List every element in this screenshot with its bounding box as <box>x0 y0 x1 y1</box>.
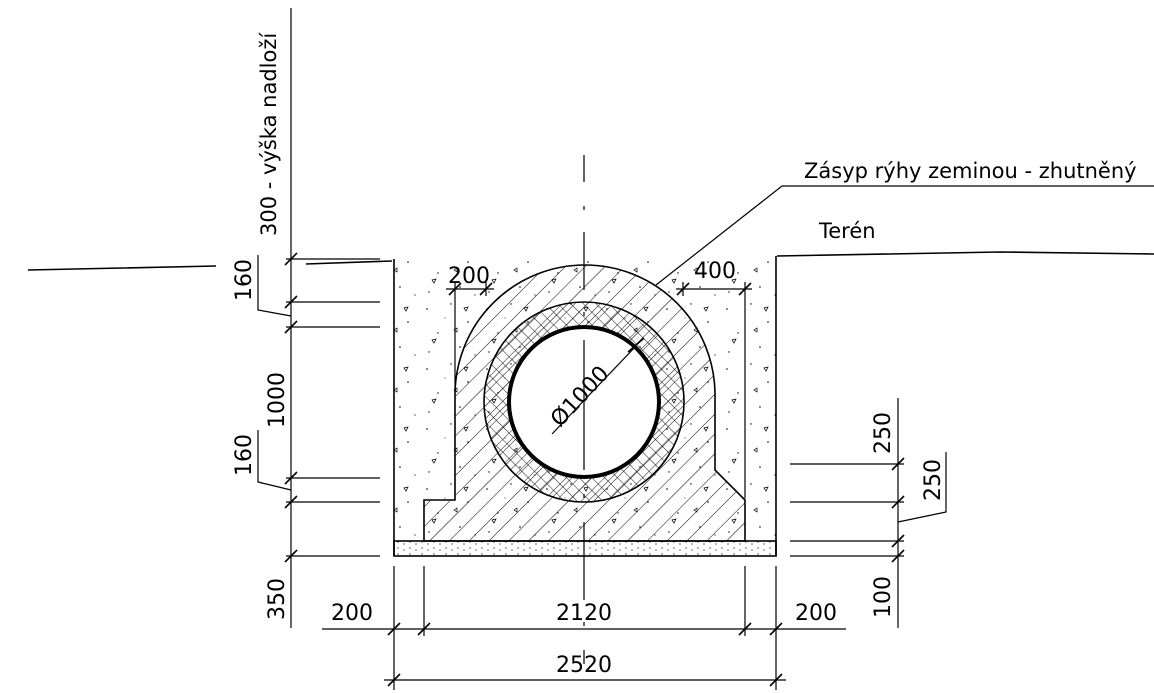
dim-left-160-bottom: 160 <box>232 434 257 476</box>
dim-right-250-a: 250 <box>871 412 896 454</box>
left-dimension-chain <box>257 8 380 628</box>
bottom-dimensions <box>322 566 846 690</box>
dim-left-350: 350 <box>265 578 290 620</box>
dim-left-160-top: 160 <box>232 259 257 301</box>
dim-right-250-b: 250 <box>921 459 946 501</box>
dim-bottom-2520: 2520 <box>556 653 612 678</box>
dim-top-200: 200 <box>448 264 490 289</box>
top-dimensions <box>446 282 752 498</box>
dim-right-100: 100 <box>871 576 896 618</box>
dim-top-400: 400 <box>694 259 736 284</box>
diameter-line <box>551 345 637 435</box>
terrain-line <box>27 251 1154 271</box>
right-dimension-chain <box>790 398 947 628</box>
dim-left-1000: 1000 <box>265 372 290 428</box>
bedding-layer <box>393 540 777 557</box>
dim-bottom-200-left: 200 <box>331 601 373 626</box>
backfill-leader <box>655 185 1154 286</box>
backfill-label: Zásyp rýhy zeminou - zhutněný <box>804 159 1137 183</box>
dim-bottom-2120: 2120 <box>556 601 612 626</box>
overburden-label: 300 - výška nadloží <box>257 32 281 236</box>
dim-bottom-200-right: 200 <box>795 601 837 626</box>
terrain-label: Terén <box>818 219 876 243</box>
